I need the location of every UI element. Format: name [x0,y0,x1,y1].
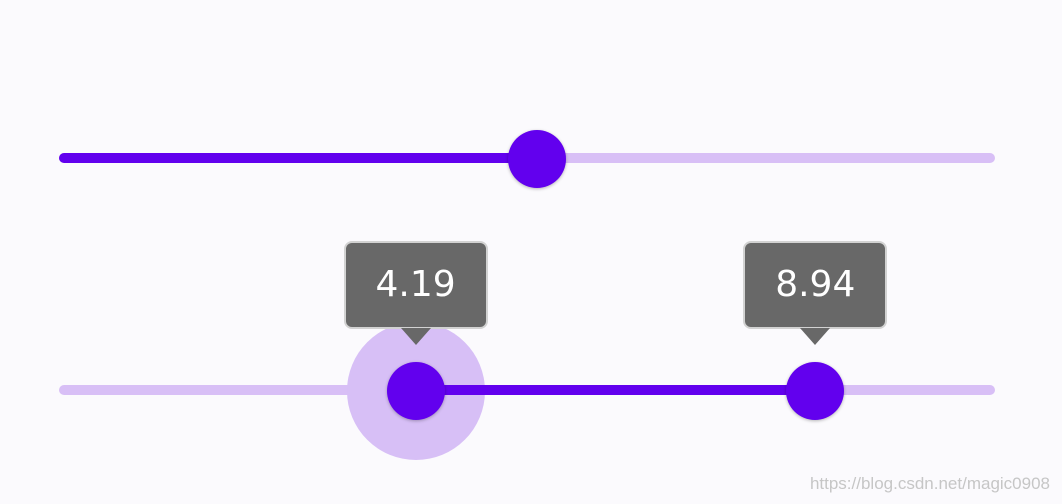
end-value-tooltip: 8.94 [743,241,888,329]
start-value-tooltip: 4.19 [343,241,488,329]
single-value-slider[interactable] [0,118,1062,198]
range-slider-start-thumb[interactable] [386,362,445,420]
watermark-text: https://blog.csdn.net/magic0908 [809,474,1050,493]
start-value-tooltip-pointer [400,328,431,345]
range-slider-track-active [415,385,816,395]
end-value-tooltip-pointer [800,328,831,345]
range-slider[interactable] [0,322,1062,460]
range-slider-end-thumb[interactable] [786,362,845,420]
slider-thumb[interactable] [508,130,567,188]
slider-track-active [59,153,538,163]
